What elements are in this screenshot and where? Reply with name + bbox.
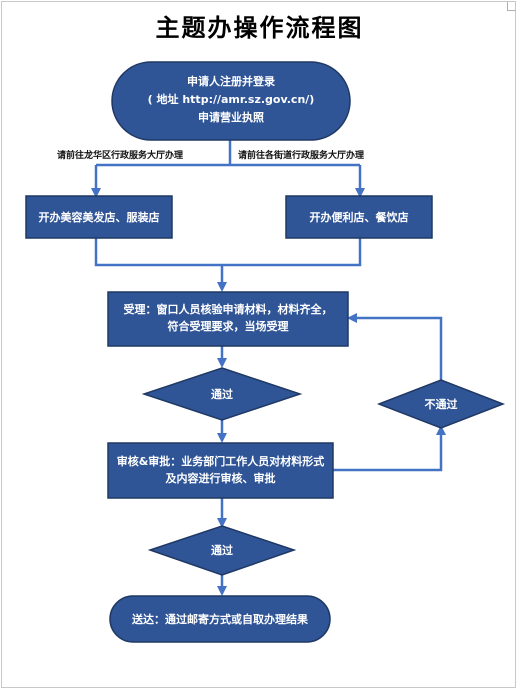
arrow-reject-to-accept [347, 313, 443, 380]
reject-label: 不通过 [424, 398, 458, 411]
left-box [25, 195, 173, 239]
right-box [285, 195, 433, 239]
end-label: 送达：通过邮寄方式或自取办理结果 [132, 613, 308, 626]
review-box [107, 442, 334, 499]
end-node [109, 595, 331, 643]
start-node [111, 61, 351, 141]
start-line3: 申请营业执照 [198, 111, 264, 124]
arrow-to-reject [333, 425, 446, 472]
reject-diamond [376, 379, 506, 429]
corner-mark [507, 2, 516, 11]
connector-merge [94, 238, 362, 267]
left-box-label: 开办美容美发店、服装店 [38, 211, 160, 224]
page-title: 主题办操作流程图 [155, 13, 364, 42]
start-line1: 申请人注册并登录 [187, 75, 275, 88]
decision1-label: 通过 [211, 388, 233, 401]
review-line1: 审核&审批：业务部门工作人员对材料形式 [116, 455, 325, 468]
right-box-label: 开办便利店、餐饮店 [309, 211, 409, 224]
start-line2: ( 地址 http://amr.sz.gov.cn/) [147, 93, 315, 106]
accept-line2: 符合受理要求，当场受理 [167, 320, 289, 333]
decision1-diamond [141, 367, 303, 421]
decision2-label: 通过 [211, 544, 233, 557]
accept-line1: 受理：窗口人员核验申请材料，材料齐全， [123, 303, 333, 316]
decision2-diamond [147, 525, 297, 576]
left-branch-caption: 请前往龙华区行政服务大厅办理 [57, 151, 184, 161]
review-line2: 及内容进行审核、审批 [165, 472, 276, 485]
right-branch-caption: 请前往各街道行政服务大厅办理 [238, 151, 365, 161]
accept-box [107, 291, 349, 347]
